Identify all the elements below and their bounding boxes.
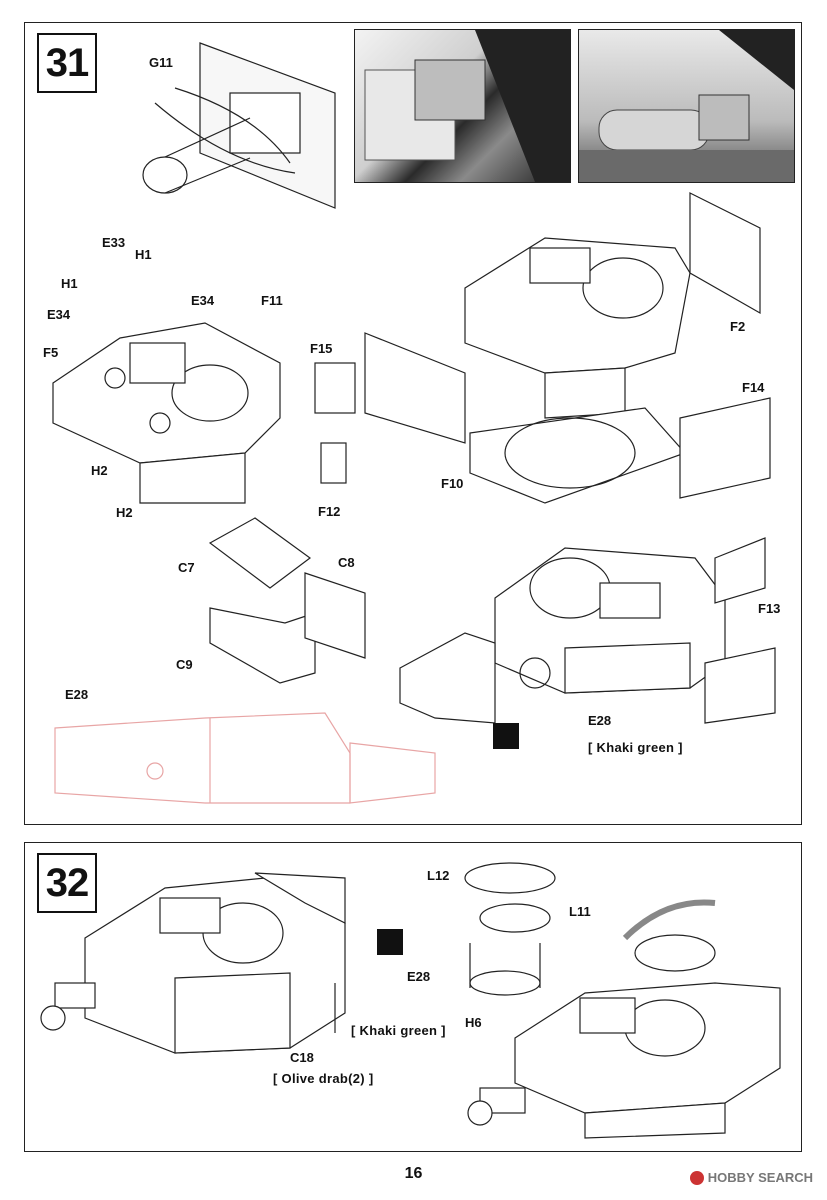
step-31-panel: 31	[24, 22, 802, 825]
part-label-c9: C9	[176, 657, 193, 672]
part-label-e28a: E28	[65, 687, 89, 702]
part-label-e34a: E34	[47, 307, 71, 322]
part-label-g11: G11	[149, 55, 173, 70]
page-number: 16	[404, 1165, 423, 1182]
part-label-e34b: E34	[191, 293, 215, 308]
photo-2-detail	[579, 30, 794, 182]
step-32-number: 32	[37, 853, 97, 913]
turret-right-32	[467, 899, 781, 1139]
part-label-h2b: H2	[116, 505, 133, 520]
step-32-panel: 32 L12	[24, 842, 802, 1152]
part-label-f14: F14	[742, 380, 765, 395]
part-label-c7: C7	[178, 560, 195, 575]
part-label-f12: F12	[318, 504, 341, 519]
part-label-c8: C8	[338, 555, 355, 570]
turret-assembled	[399, 537, 776, 724]
part-label-f2: F2	[730, 319, 746, 334]
part-label-f15: F15	[310, 341, 333, 356]
part-label-c18: C18	[290, 1050, 314, 1065]
flip-icon-32	[377, 929, 403, 955]
flip-icon	[493, 723, 519, 749]
mantlet-assembly	[142, 42, 336, 209]
turret-left	[52, 322, 281, 504]
turret-basket	[208, 517, 366, 684]
paint-callout-olive: [ Olive drab(2) ]	[273, 1071, 374, 1086]
photo-1-detail	[364, 30, 570, 182]
part-label-h2a: H2	[91, 463, 108, 478]
part-label-e28: E28	[407, 969, 431, 984]
turret-right	[314, 192, 771, 504]
reference-photo-2	[578, 29, 795, 183]
step-32-drawings	[40, 862, 781, 1139]
part-label-h1b: H1	[135, 247, 152, 262]
step-31-drawings	[52, 42, 776, 804]
hull-faded	[54, 712, 436, 804]
step-31-number: 31	[37, 33, 97, 93]
part-label-f10: F10	[441, 476, 464, 491]
part-label-e33: E33	[102, 235, 126, 250]
part-label-h1a: H1	[61, 276, 78, 291]
part-label-l11: L11	[569, 904, 591, 919]
hobby-search-logo-icon	[689, 1170, 704, 1185]
watermark: HOBBY SEARCH	[689, 1170, 813, 1185]
paint-callout-khaki: [ Khaki green ]	[588, 740, 683, 755]
watermark-text: HOBBY SEARCH	[707, 1170, 813, 1185]
cupola-parts	[464, 862, 556, 996]
part-label-f5: F5	[43, 345, 59, 360]
paint-callout-khaki-32: [ Khaki green ]	[351, 1023, 446, 1038]
part-label-h6: H6	[465, 1015, 482, 1030]
reference-photo-1	[354, 29, 571, 183]
turret-left-32	[40, 872, 346, 1054]
part-label-l12: L12	[427, 868, 450, 883]
part-label-f13: F13	[758, 601, 781, 616]
part-label-e28b: E28	[588, 713, 612, 728]
part-label-f11: F11	[261, 293, 283, 308]
